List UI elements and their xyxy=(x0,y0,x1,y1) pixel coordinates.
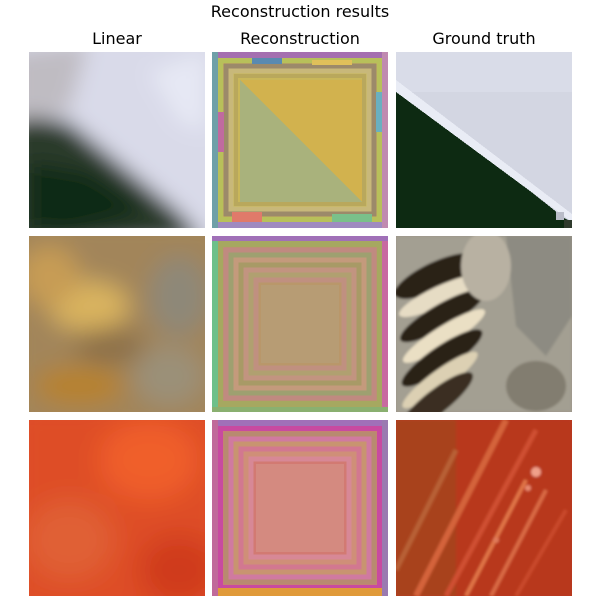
column-title-reconstruction: Reconstruction xyxy=(240,29,360,48)
row3-ground-truth-image xyxy=(396,420,572,596)
row1-linear-image xyxy=(29,52,205,228)
column-title-ground-truth: Ground truth xyxy=(432,29,536,48)
row1-ground-truth-image xyxy=(396,52,572,228)
row1-reconstruction-image xyxy=(212,52,388,228)
row2-linear-image xyxy=(29,236,205,412)
row2-ground-truth-image xyxy=(396,236,572,412)
row3-reconstruction-image xyxy=(212,420,388,596)
column-title-linear: Linear xyxy=(92,29,142,48)
figure-title: Reconstruction results xyxy=(210,2,390,21)
row2-reconstruction-image xyxy=(212,236,388,412)
row3-linear-image xyxy=(29,420,205,596)
